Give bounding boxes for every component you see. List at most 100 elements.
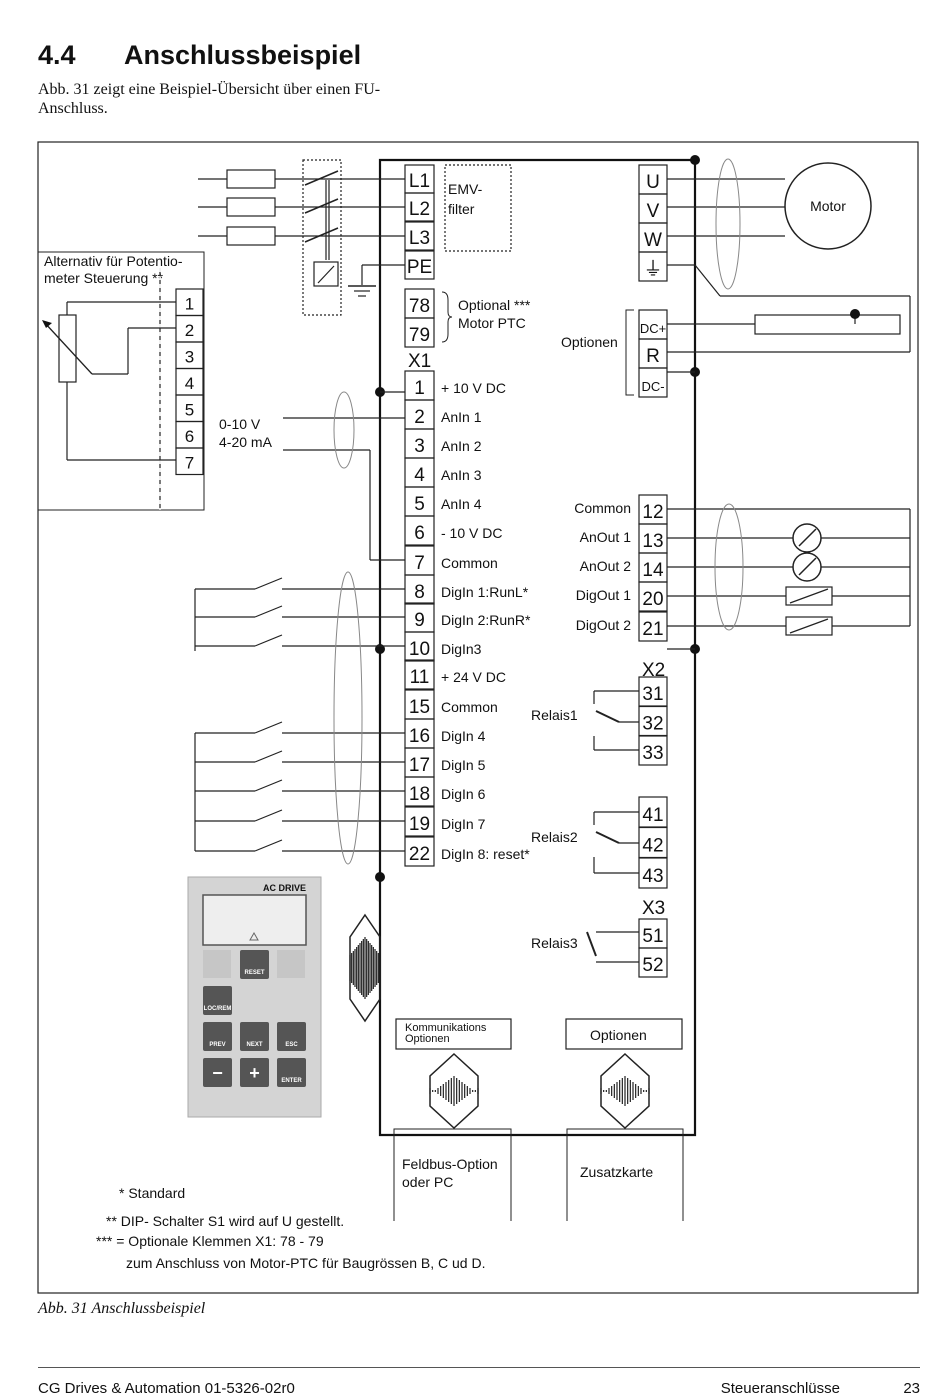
terminal-label: 2 [414,407,425,428]
wire [789,588,829,604]
intro-text: Abb. 31 zeigt eine Beispiel-Übersicht üb… [38,81,381,117]
wire [798,528,817,547]
terminal-label: 18 [409,784,430,805]
next-button-label: NEXT [246,1042,262,1048]
figure-caption: Abb. 31 Anschlussbeispiel [38,1300,206,1317]
terminal-function: Common [441,555,498,571]
diagram-frame [37,141,919,1294]
terminal-label: 1 [185,295,194,314]
minus-button[interactable] [203,1058,232,1087]
fieldbus-label: oder PC [402,1174,453,1190]
prev-button[interactable] [203,1022,232,1051]
plus-button-label: + [249,1063,260,1083]
footnote: ** DIP- Schalter S1 wird auf U gestellt. [106,1213,344,1229]
terminal-label: 7 [185,454,194,473]
motor-label: Motor [810,198,846,214]
wire [254,809,283,822]
terminal-label: 12 [642,502,663,523]
next-button[interactable] [240,1022,269,1051]
keypad-title: AC DRIVE [263,883,306,893]
wire [254,839,283,852]
wire [254,605,283,618]
terminal-label: 3 [414,436,425,457]
terminal-label: 6 [414,523,425,544]
terminal-label: 2 [185,321,194,340]
x3-header: X3 [642,898,665,919]
wire [254,750,283,763]
footnote: *** = Optionale Klemmen X1: 78 - 79 [96,1233,324,1249]
emv-filter-label: EMV-filter [448,181,483,217]
page-number: 23 [903,1380,920,1395]
contactor-box [302,159,342,316]
terminal-label: 10 [409,639,430,660]
output-label: DigOut 2 [576,617,631,633]
terminal-label: 9 [414,610,425,631]
reset-button[interactable] [240,950,269,979]
section-number: 4.4 [38,40,76,70]
footer-section: Steueranschlüsse [720,1380,840,1395]
terminal-function: - 10 V DC [441,525,502,541]
terminal-label: ⏚ [643,259,662,280]
brace [441,291,453,343]
output-label: AnOut 1 [580,529,632,545]
terminal-label: W [644,230,662,251]
terminal-label: 31 [642,684,663,705]
terminal-function: AnIn 2 [441,438,482,454]
esc-button-label: ESC [285,1042,298,1048]
wire [304,198,339,214]
ptc-label: Optional *** [458,297,531,313]
terminal [175,447,204,476]
terminal-label: 20 [642,589,663,610]
wire [304,227,339,243]
potentiometer [58,314,77,383]
footnote: * Standard [119,1185,185,1201]
terminal [404,515,435,546]
enter-button[interactable] [277,1058,306,1087]
terminal-label: U [646,172,660,193]
comm-label: Optionen [405,1033,450,1045]
optionen-label: Optionen [561,334,618,350]
wire [43,321,93,375]
fieldbus-label: Feldbus-Option [402,1156,498,1172]
loc-rem-button[interactable] [203,986,232,1015]
output-label: DigOut 1 [576,587,631,603]
plus-button[interactable] [240,1058,269,1087]
shield-ellipse [714,503,744,631]
terminal-function: AnIn 3 [441,467,482,483]
terminal-label: V [647,201,660,222]
terminal-function: DigIn3 [441,641,482,657]
wire [254,634,283,647]
wire [317,265,335,284]
wire [789,618,829,634]
fuse [226,197,276,217]
terminal-label: 5 [414,494,425,515]
terminal [638,251,668,282]
terminal-label: 42 [642,836,663,857]
options-label: Optionen [590,1027,647,1043]
wire [254,779,283,792]
terminal-label: 6 [185,427,194,446]
analog-label: 0-10 V [219,416,261,432]
rotate-right-button [277,950,305,978]
esc-button[interactable] [277,1022,306,1051]
wire [254,577,283,590]
terminal-label: 11 [410,667,430,688]
relay-label: Relais3 [531,935,578,951]
terminal-label: 4 [185,374,194,393]
reset-button-label: RESET [244,970,264,976]
terminal-label: 32 [642,714,663,735]
loc-rem-button-label: LOC/REM [204,1006,232,1012]
shield-ellipse [715,158,741,290]
terminal [404,659,435,690]
terminal-label: PE [407,257,432,278]
terminal-function: DigIn 2:RunR* [441,612,531,628]
output-label: AnOut 2 [580,558,632,574]
terminal-function: DigIn 1:RunL* [441,584,529,600]
junction-dot [850,309,860,319]
wire [586,931,597,957]
terminal-label: L3 [409,228,430,249]
shield-ellipse [333,391,355,469]
terminal-function: DigIn 7 [441,816,486,832]
